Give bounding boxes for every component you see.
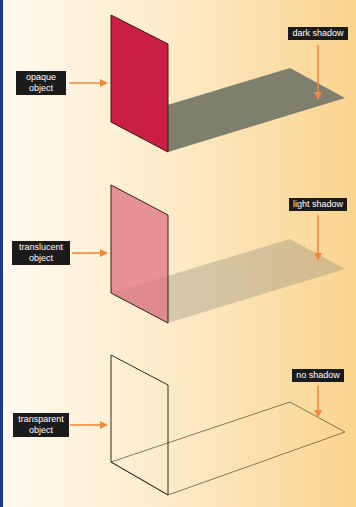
opaque-panel [111, 15, 168, 152]
label-text: no shadow [296, 370, 340, 381]
translucent-panel [111, 185, 168, 323]
edge-strip [0, 0, 3, 507]
transparent-panel [111, 355, 168, 495]
label-box: dark shadow [288, 27, 347, 40]
label-text: opaque object [20, 72, 62, 94]
label-box: translucent object [12, 241, 70, 265]
floor-outline [111, 402, 345, 495]
label-box: no shadow [292, 369, 344, 382]
label-text: translucent object [16, 242, 66, 264]
label-box: light shadow [289, 198, 347, 211]
label-text: light shadow [293, 199, 343, 210]
label-box: opaque object [16, 71, 66, 95]
label-box: transparent object [13, 413, 69, 437]
label-text: dark shadow [292, 28, 343, 39]
leader-arrows [69, 45, 322, 429]
label-text: transparent object [17, 414, 65, 436]
